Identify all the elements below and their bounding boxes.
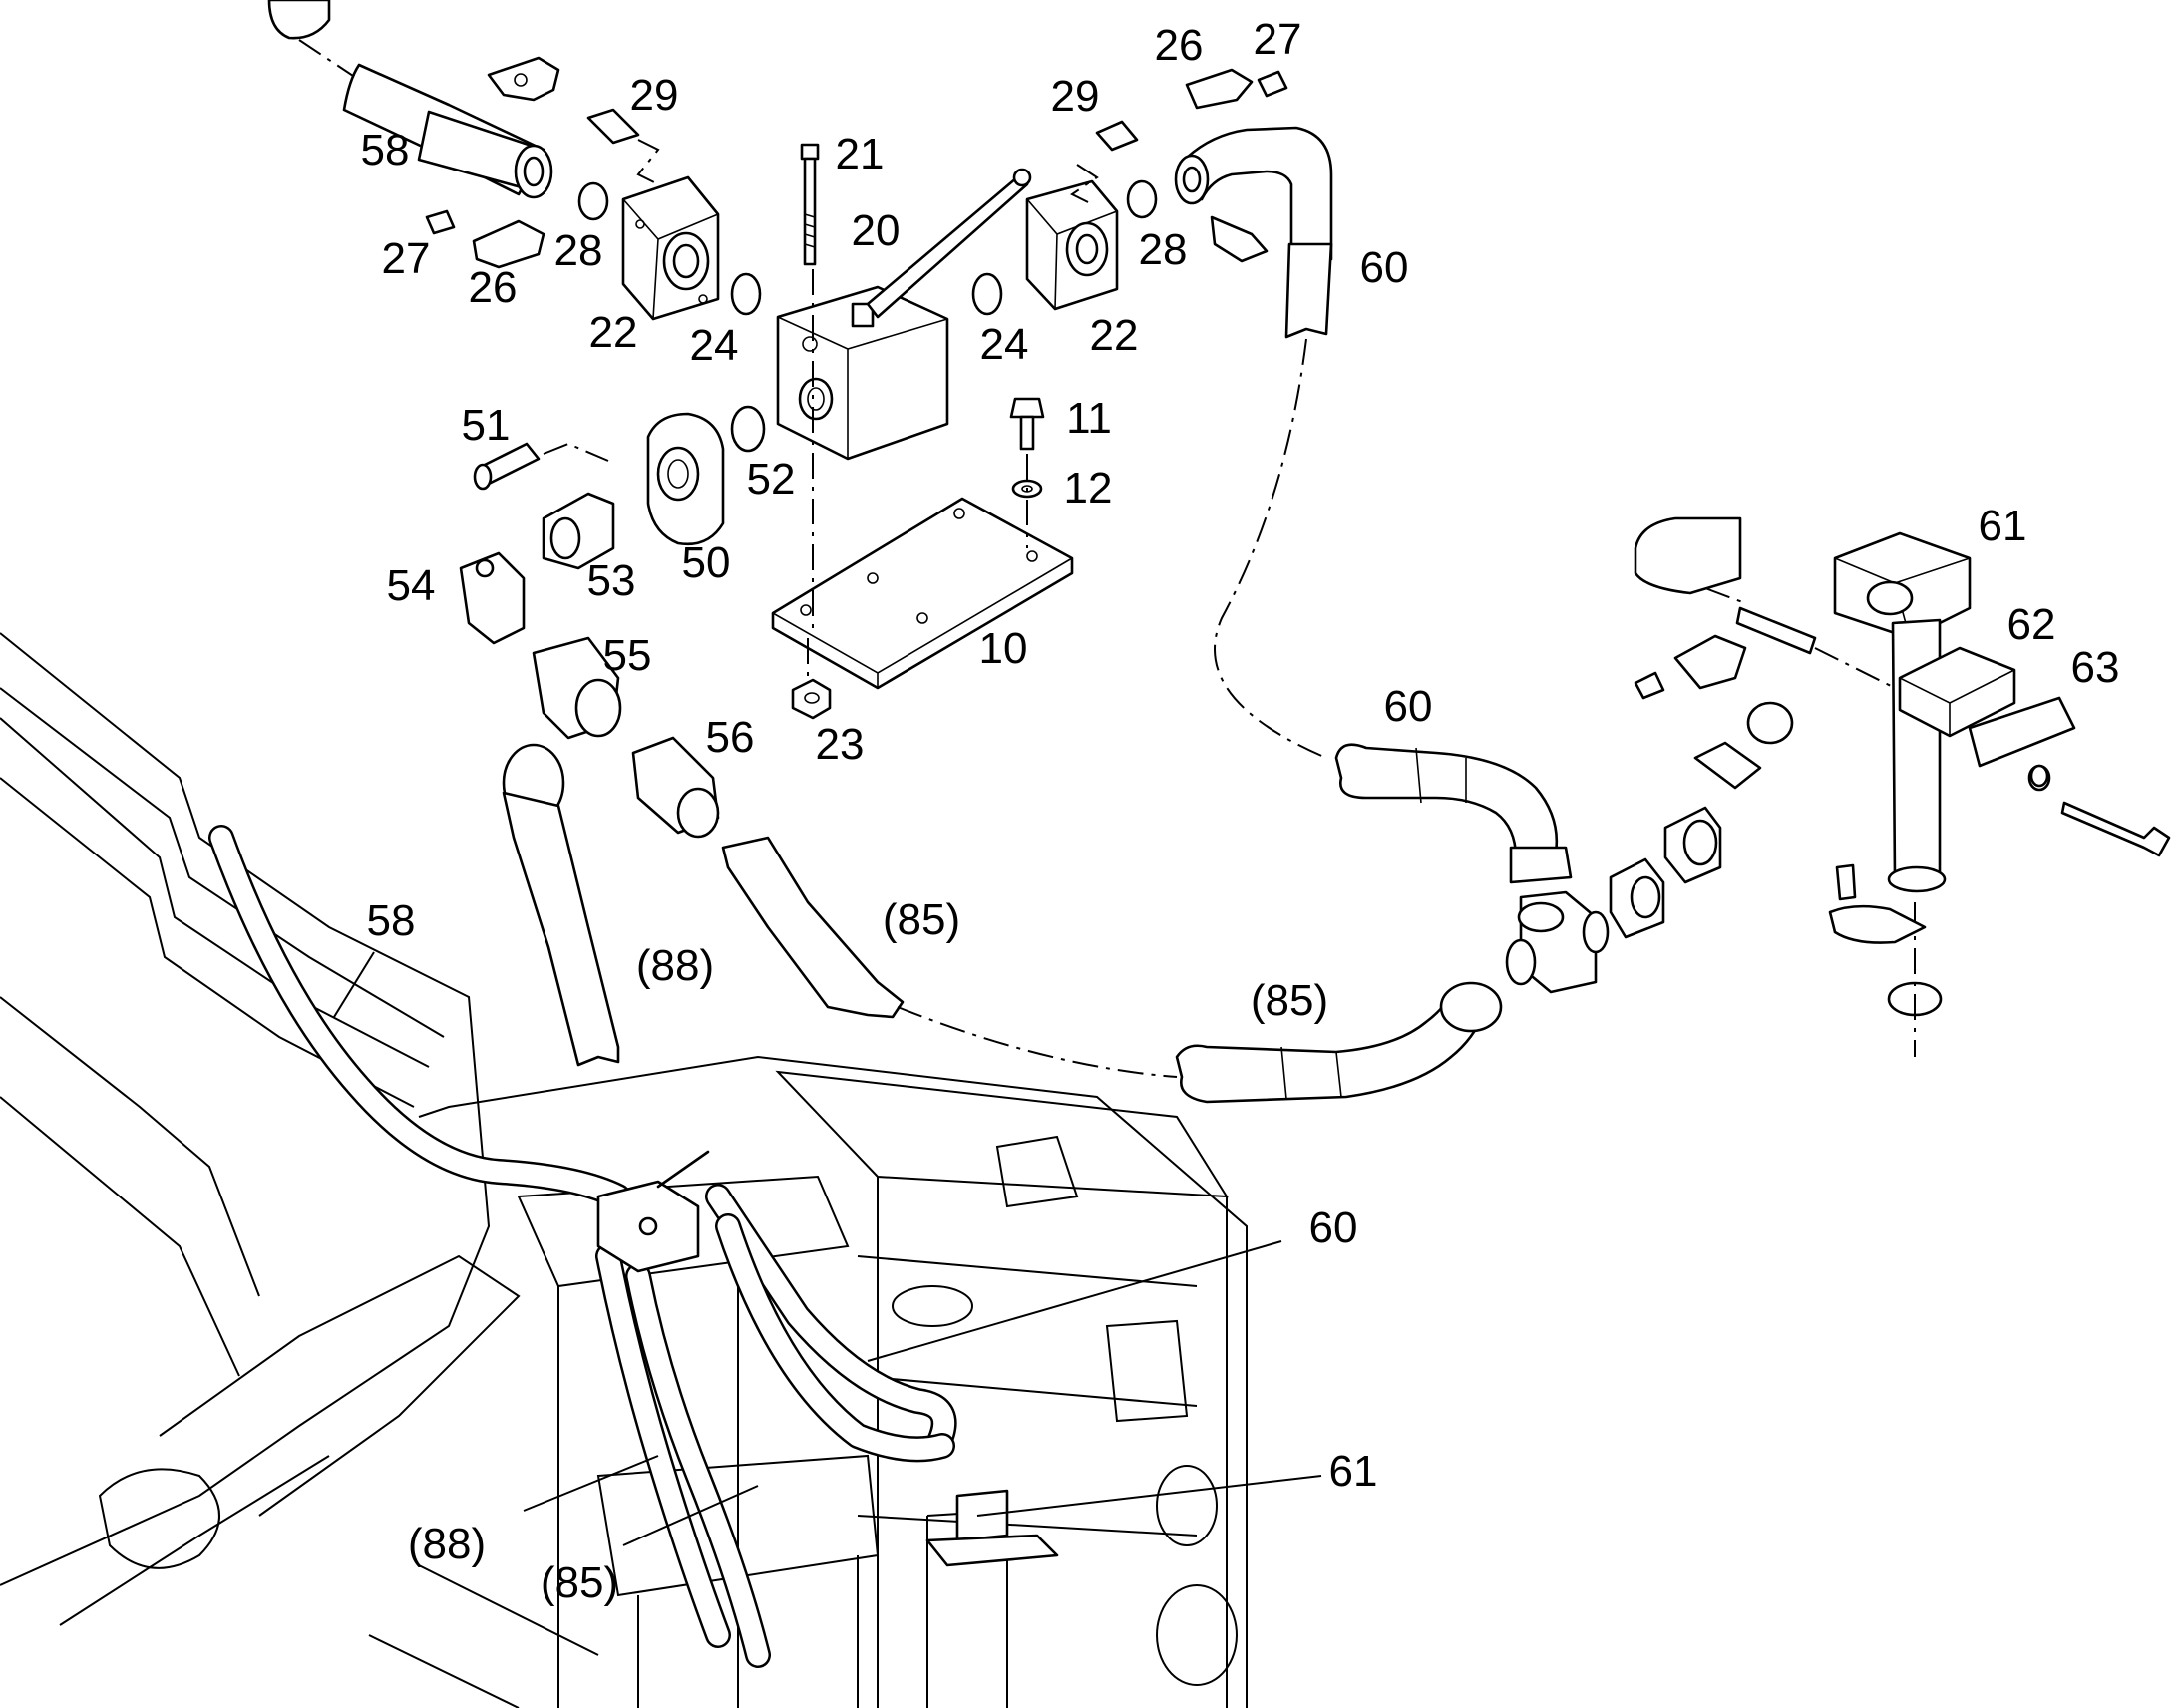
callout-58-top: 58 — [360, 126, 410, 174]
callout-60-upper: 60 — [1359, 243, 1409, 292]
callout-28-right: 28 — [1138, 225, 1188, 274]
callout-60-lower: 60 — [1308, 1203, 1358, 1252]
callout-24-right: 24 — [979, 320, 1029, 369]
callout-29-left: 29 — [629, 71, 679, 120]
oring-52 — [730, 405, 766, 453]
flange-22-left — [621, 175, 720, 321]
leader-58 — [333, 951, 375, 1018]
callout-54: 54 — [386, 561, 436, 610]
callout-26-right: 26 — [1154, 21, 1204, 70]
hose-85-lower — [1175, 981, 1503, 1104]
callout-60-middle: 60 — [1383, 682, 1433, 731]
callout-26-left: 26 — [468, 263, 518, 312]
callout-88-upper: (88) — [635, 941, 715, 990]
callout-85-lower: (85) — [540, 1558, 619, 1607]
hose-60-routed — [705, 1184, 957, 1463]
callout-27-left: 27 — [381, 234, 431, 283]
base-plate-10 — [771, 497, 1074, 690]
oring-24-right — [971, 272, 1003, 316]
leader-85 — [622, 1485, 759, 1546]
callout-55: 55 — [602, 631, 652, 680]
screw-27-left — [425, 209, 456, 235]
callout-27-right: 27 — [1253, 15, 1302, 64]
screw-29-left — [586, 108, 660, 185]
pipe-61 — [1828, 531, 1972, 1057]
hose-85-upper — [721, 836, 1178, 1078]
elbow-54 — [459, 551, 526, 645]
leader-61 — [976, 1475, 1322, 1517]
clamp-26-upper-left — [487, 56, 560, 102]
flange-50 — [646, 412, 725, 546]
leader-88 — [523, 1455, 659, 1512]
bolt-21 — [800, 143, 820, 266]
hose-88-upper — [502, 743, 620, 1067]
callout-52: 52 — [746, 455, 796, 504]
callout-50: 50 — [681, 538, 731, 587]
oring-24-left — [730, 272, 762, 316]
leader-60 — [867, 1240, 1282, 1362]
callout-62: 62 — [2006, 600, 2056, 649]
tee-55 — [532, 636, 622, 740]
tee-fitting-lower — [1505, 890, 1610, 994]
screw-27-right — [1257, 70, 1288, 98]
hose-88-routed — [595, 1243, 731, 1648]
callout-10: 10 — [978, 624, 1028, 673]
sleeve-62 — [1704, 587, 1896, 689]
clamp-26-lower-right — [1210, 215, 1269, 263]
clamp-26-upper-right — [1185, 68, 1254, 110]
adapter-fittings-right — [1609, 806, 1722, 939]
callout-23: 23 — [815, 720, 865, 769]
screws-right — [1634, 671, 2171, 901]
axis-line-block — [807, 269, 814, 678]
oring-28-right — [1126, 179, 1158, 219]
plate-63 — [1968, 696, 2076, 788]
clamp-halves-right — [1634, 516, 1794, 790]
callout-20: 20 — [851, 206, 901, 255]
callout-12: 12 — [1063, 464, 1113, 512]
adapter-56 — [631, 736, 720, 839]
pipe-61-installed — [925, 1489, 1059, 1567]
hose-58-top — [267, 0, 553, 199]
hose-58-routed — [208, 825, 631, 1209]
oring-28-left — [577, 181, 609, 221]
callout-56: 56 — [705, 713, 755, 762]
callout-63: 63 — [2070, 643, 2120, 692]
callout-88-lower: (88) — [407, 1520, 487, 1568]
callout-29-right: 29 — [1050, 72, 1100, 121]
hose-60-lower — [1334, 743, 1573, 884]
nut-23 — [791, 678, 832, 720]
machine-frame — [0, 632, 1248, 1708]
callout-21: 21 — [835, 130, 885, 178]
hose-60-upper — [1174, 126, 1333, 759]
hose-85-routed — [625, 1263, 771, 1668]
bolt-11 — [1009, 397, 1045, 451]
valve-block-20 — [776, 168, 1032, 461]
valve-assembly-installed — [596, 1150, 710, 1273]
callout-51: 51 — [461, 401, 511, 450]
callout-53: 53 — [586, 556, 636, 605]
callout-85-middle: (85) — [1250, 976, 1329, 1025]
screw-51 — [473, 442, 609, 491]
callout-22-right: 22 — [1089, 311, 1139, 360]
clamp-26-lower-left — [472, 219, 545, 269]
callout-61-lower: 61 — [1328, 1447, 1378, 1496]
clamp-62 — [1898, 646, 2016, 738]
callout-28-left: 28 — [553, 226, 603, 275]
callout-85-upper: (85) — [882, 895, 961, 944]
callout-11: 11 — [1066, 394, 1112, 443]
callout-61-upper: 61 — [1978, 502, 2027, 550]
callout-22-left: 22 — [588, 308, 638, 357]
adapter-53 — [542, 492, 615, 570]
flange-22-right — [1025, 179, 1119, 311]
screw-29-right — [1070, 120, 1139, 205]
callout-58-lower: 58 — [366, 896, 416, 945]
callout-24-left: 24 — [689, 321, 739, 370]
